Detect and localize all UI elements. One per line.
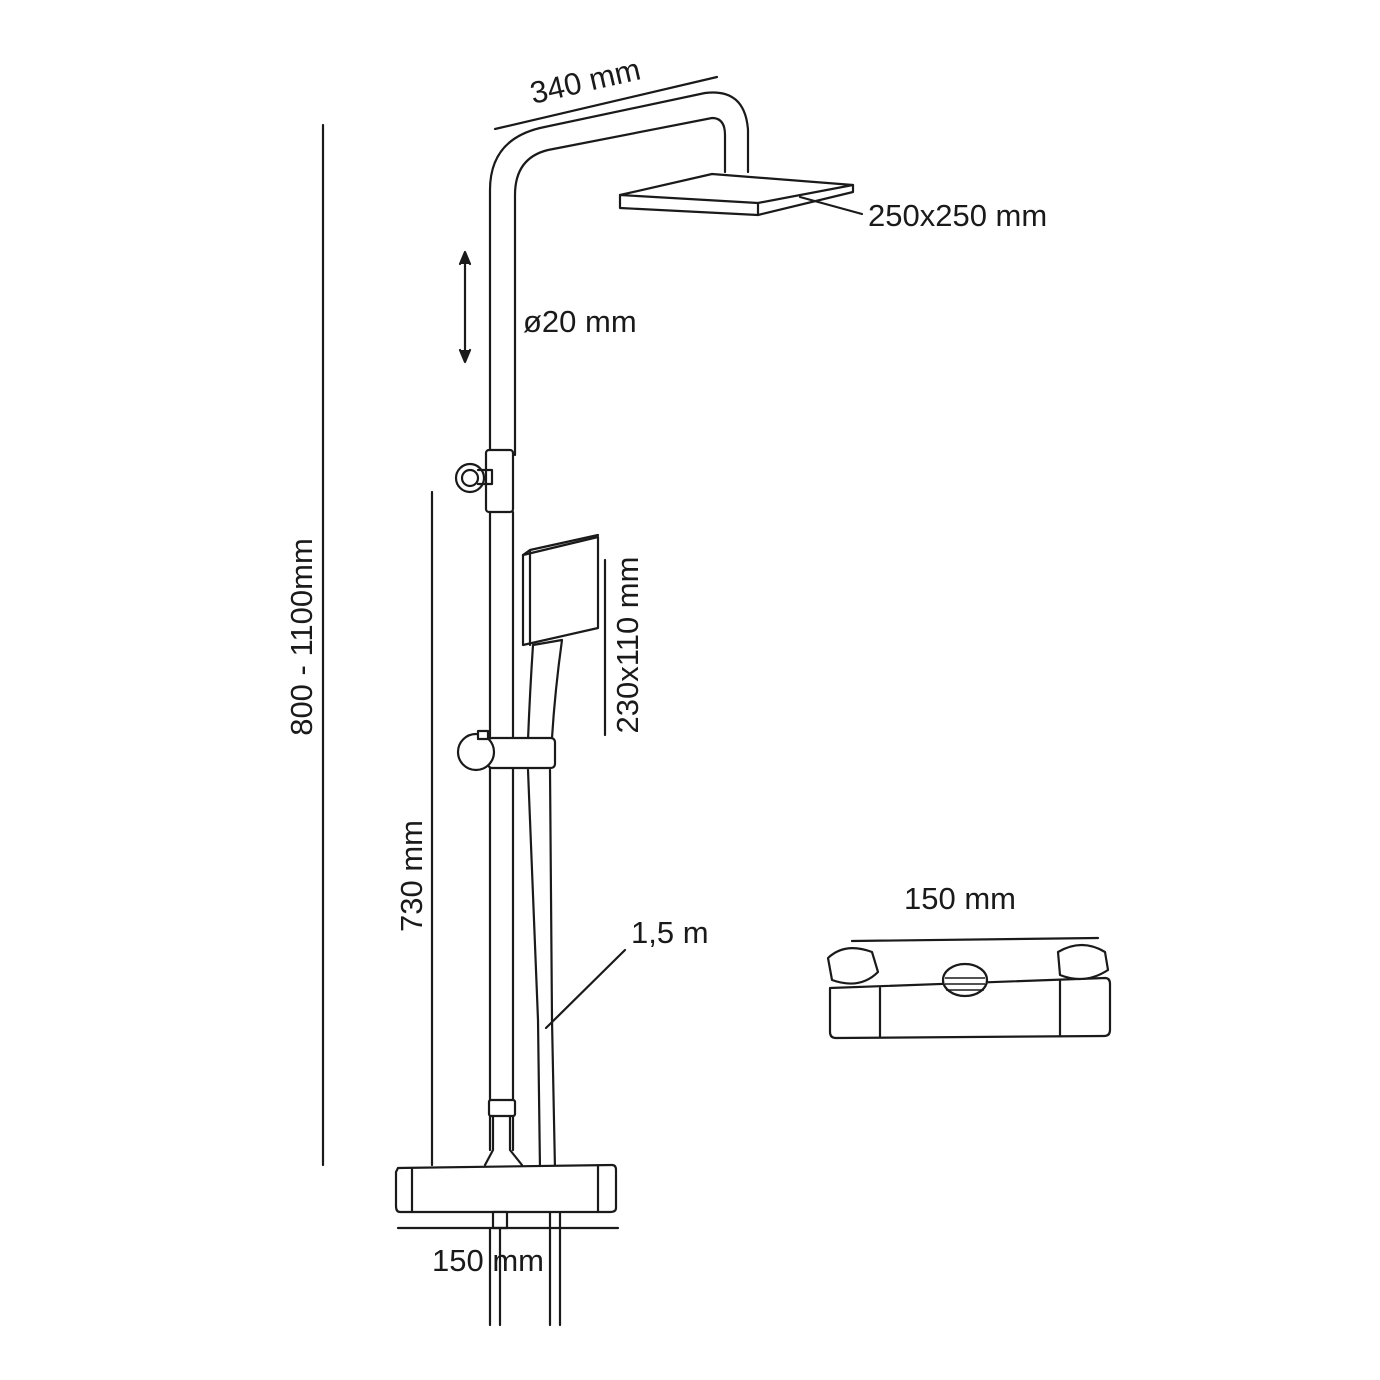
hose-length-leader [544, 948, 627, 1030]
bar-width-dimension-line [493, 75, 719, 131]
thermostat-left-knob [826, 947, 880, 985]
wall-bracket [454, 462, 486, 494]
thermostat-mixer [394, 1163, 618, 1214]
hand-shower-head [521, 535, 600, 647]
pipe-connector [487, 1098, 517, 1118]
hose-length-label: 1,5 m [631, 915, 709, 950]
thermostat-detail-width-label: 150 mm [904, 881, 1016, 916]
thermostat-outlet-thread [941, 962, 989, 998]
head-size-label: 250x250 mm [868, 198, 1047, 233]
thermostat-detail-body [828, 976, 1112, 1040]
sliding-holder [486, 736, 557, 770]
pipe-diameter-label: ø20 mm [523, 304, 637, 339]
thermostat-width-label: 150 mm [432, 1243, 544, 1278]
head-size-leader [798, 195, 864, 216]
pipe-coupling [484, 448, 515, 514]
holder-knob [456, 732, 496, 772]
thermostat-right-knob [1056, 943, 1110, 981]
hand-shower-handle [526, 638, 564, 742]
total-height-label: 800 - 1100mm [284, 538, 319, 736]
shower-hose [526, 768, 557, 1172]
rain-shower-head [618, 172, 855, 217]
thermostat-detail-dimension-line [850, 936, 1100, 943]
riser-pipe-outer [488, 91, 750, 457]
rail-height-label: 730 mm [394, 820, 429, 932]
bar-width-label: 340 mm [527, 52, 644, 111]
hand-shower-size-label: 230x110 mm [610, 557, 645, 734]
riser-pipe-inner [513, 116, 727, 457]
